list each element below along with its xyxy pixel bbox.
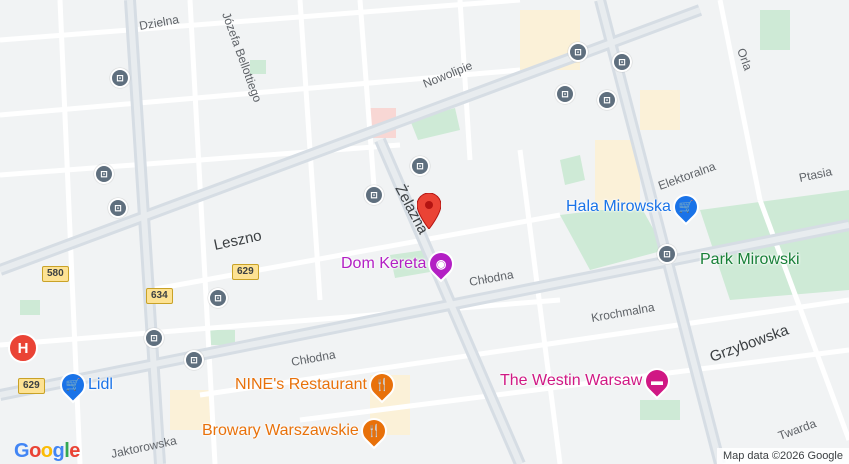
- google-logo[interactable]: Google: [14, 440, 80, 462]
- poi-dom-kereta[interactable]: Dom Kereta ◉: [341, 248, 457, 280]
- road-shield: 629: [18, 378, 45, 394]
- tram-stop-icon[interactable]: ⊡: [184, 350, 204, 370]
- camera-icon: ◉: [425, 248, 457, 280]
- poi-label: The Westin Warsaw: [500, 372, 643, 389]
- tram-stop-icon[interactable]: ⊡: [597, 90, 617, 110]
- fork-knife-icon: 🍴: [358, 415, 390, 447]
- road-shield: 580: [42, 266, 69, 282]
- location-marker-icon[interactable]: [417, 193, 441, 229]
- poi-label: Lidl: [88, 376, 113, 393]
- map-attribution[interactable]: Map data ©2026 Google: [716, 448, 849, 464]
- poi-label: Park Mirowski: [700, 251, 800, 268]
- street-label: Ptasia: [798, 164, 834, 185]
- poi-browary-warszawskie[interactable]: Browary Warszawskie 🍴: [202, 415, 390, 447]
- bed-icon: ▬: [641, 365, 673, 397]
- road-shield: 634: [146, 288, 173, 304]
- street-label: Jaktorowska: [110, 433, 178, 461]
- tram-stop-icon[interactable]: ⊡: [555, 84, 575, 104]
- built-areas: [170, 10, 680, 435]
- tram-stop-icon[interactable]: ⊡: [364, 185, 384, 205]
- poi-lidl[interactable]: 🛒 Lidl: [57, 369, 113, 401]
- street-label: Józefa Bellottiego: [219, 10, 265, 104]
- tram-stop-icon[interactable]: ⊡: [110, 68, 130, 88]
- poi-hala-mirowska[interactable]: Hala Mirowska 🛒: [566, 191, 702, 223]
- tram-stop-icon[interactable]: ⊡: [568, 42, 588, 62]
- poi-label: Hala Mirowska: [566, 198, 671, 215]
- cart-icon: 🛒: [57, 369, 89, 401]
- street-label: Chłodna: [468, 267, 515, 289]
- tram-stop-icon[interactable]: ⊡: [612, 52, 632, 72]
- tram-stop-icon[interactable]: ⊡: [144, 328, 164, 348]
- road-shield: 629: [232, 264, 259, 280]
- street-label: Leszno: [212, 227, 263, 254]
- street-label: Orla: [734, 46, 755, 72]
- street-label: Krochmalna: [590, 300, 656, 325]
- hospital-icon[interactable]: H: [8, 333, 38, 363]
- poi-westin-warsaw[interactable]: The Westin Warsaw ▬: [500, 365, 673, 397]
- tram-stop-icon[interactable]: ⊡: [410, 156, 430, 176]
- fork-knife-icon: 🍴: [366, 369, 398, 401]
- poi-label: Browary Warszawskie: [202, 422, 359, 439]
- tram-stop-icon[interactable]: ⊡: [94, 164, 114, 184]
- tram-stop-icon[interactable]: ⊡: [208, 288, 228, 308]
- street-label: Twarda: [776, 416, 818, 443]
- poi-label: Dom Kereta: [341, 255, 427, 272]
- street-label: Elektoralna: [656, 159, 718, 193]
- poi-park-mirowski[interactable]: Park Mirowski: [700, 251, 800, 269]
- street-label: Dzielna: [138, 12, 180, 33]
- poi-nines-restaurant[interactable]: NINE's Restaurant 🍴: [235, 369, 398, 401]
- tram-stop-icon[interactable]: ⊡: [108, 198, 128, 218]
- cart-icon: 🛒: [670, 191, 702, 223]
- tram-stop-icon[interactable]: ⊡: [657, 244, 677, 264]
- poi-label: NINE's Restaurant: [235, 376, 367, 393]
- street-label: Chłodna: [290, 347, 337, 369]
